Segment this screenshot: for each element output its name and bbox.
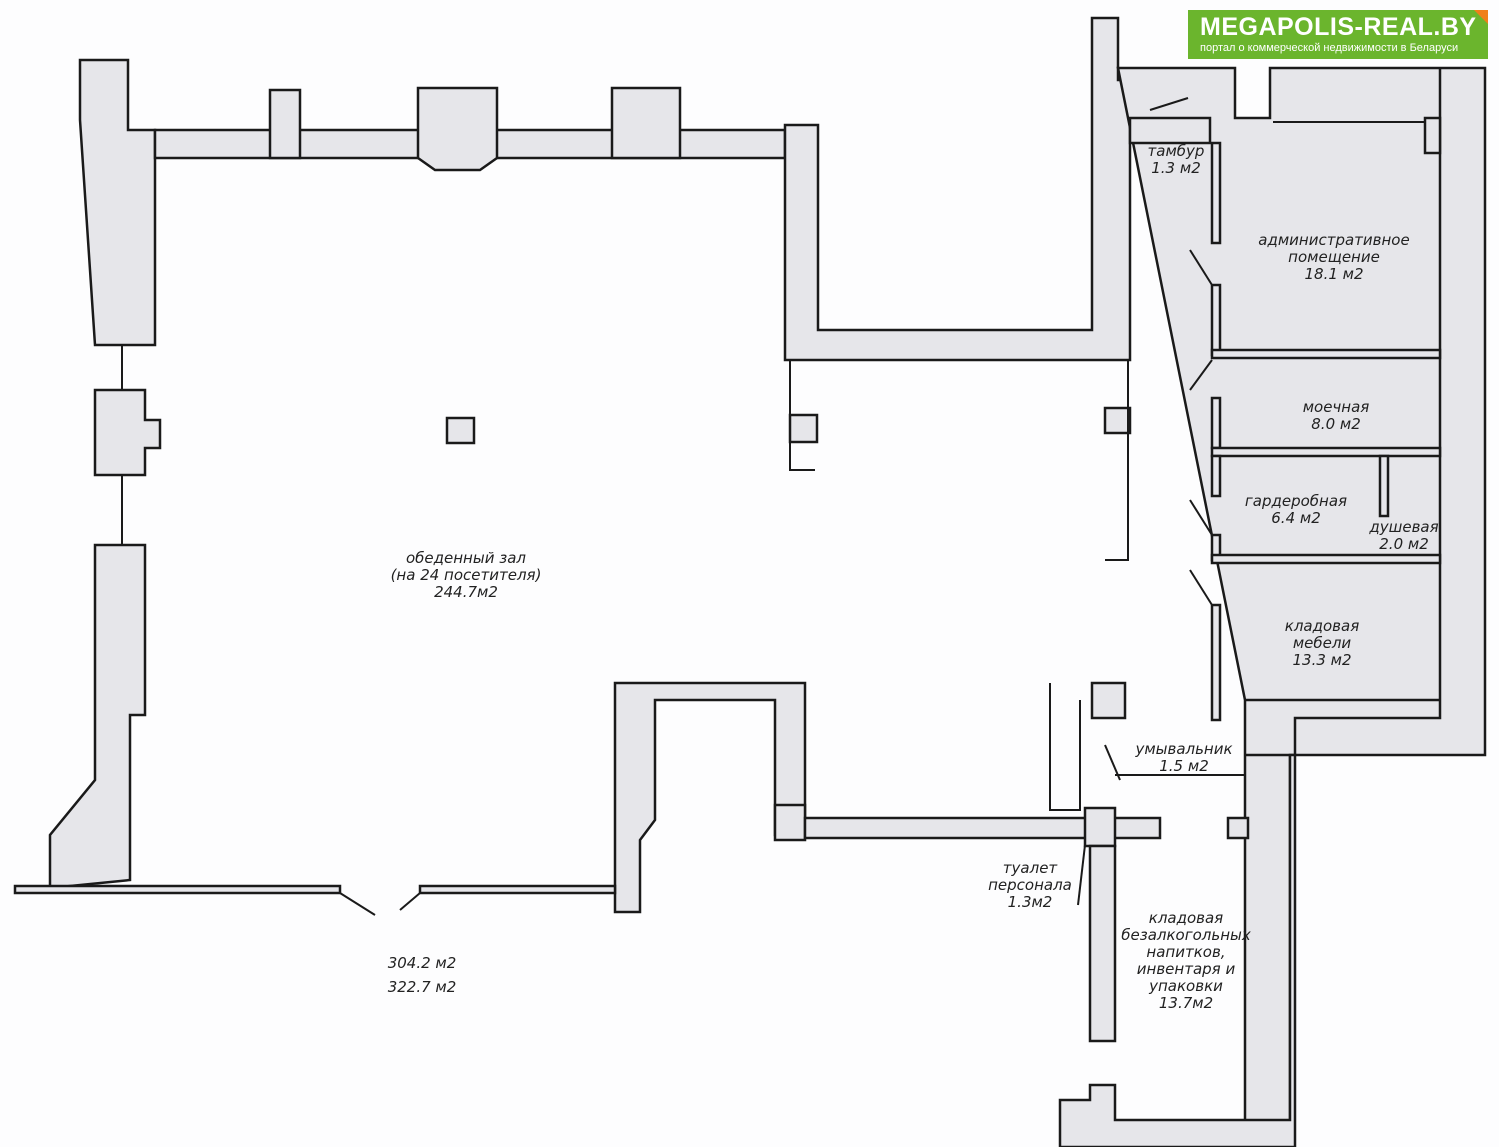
door-swing [1189,569,1213,606]
partition [1210,283,1222,357]
column [773,803,807,842]
logo-subtitle: портал о коммерческой недвижимости в Бел… [1200,42,1459,54]
partition [1210,141,1222,245]
central-block [613,681,807,914]
corridor-wall [803,816,1162,840]
partition [1210,553,1442,565]
bottom-wall-left [13,884,342,895]
partition [1210,348,1442,360]
tambur-wall [1128,116,1212,145]
door-swing [339,892,376,916]
column [445,416,476,445]
partition-line [789,360,815,471]
wall-stub [1226,816,1250,840]
room-label-hall: обеденный зал(на 24 посетителя)244.7м2 [390,549,542,601]
door-swing [1189,359,1213,391]
partition-line [1049,683,1081,811]
column [610,86,682,160]
partition-wall [783,16,1132,362]
column [268,88,302,160]
leader-line [1077,844,1086,906]
door-swing [399,892,421,911]
left-wall-lower [48,543,147,890]
storage-wall [1088,844,1117,1043]
wall-stub [1423,116,1442,155]
partition [1210,603,1222,722]
column [788,413,819,444]
column [416,86,499,172]
leader-line [1104,744,1121,781]
bottom-wall [1058,753,1297,1147]
logo-corner [1474,10,1488,24]
partition [1210,396,1222,450]
left-pier [93,388,162,477]
door-swing [1189,499,1213,536]
column [1090,681,1127,720]
door-swing [1189,249,1213,286]
door-swing [1149,97,1189,111]
partition [1378,454,1390,518]
left-wall [78,58,157,347]
column [1083,806,1117,848]
partition [1210,446,1442,458]
bottom-wall-right [418,884,617,895]
partition [1210,454,1222,498]
column [1103,406,1132,435]
logo-title: MEGAPOLIS-REAL.BY [1200,13,1477,41]
site-logo[interactable]: MEGAPOLIS-REAL.BY портал о коммерческой … [1188,10,1488,59]
partition-line [1105,360,1129,561]
